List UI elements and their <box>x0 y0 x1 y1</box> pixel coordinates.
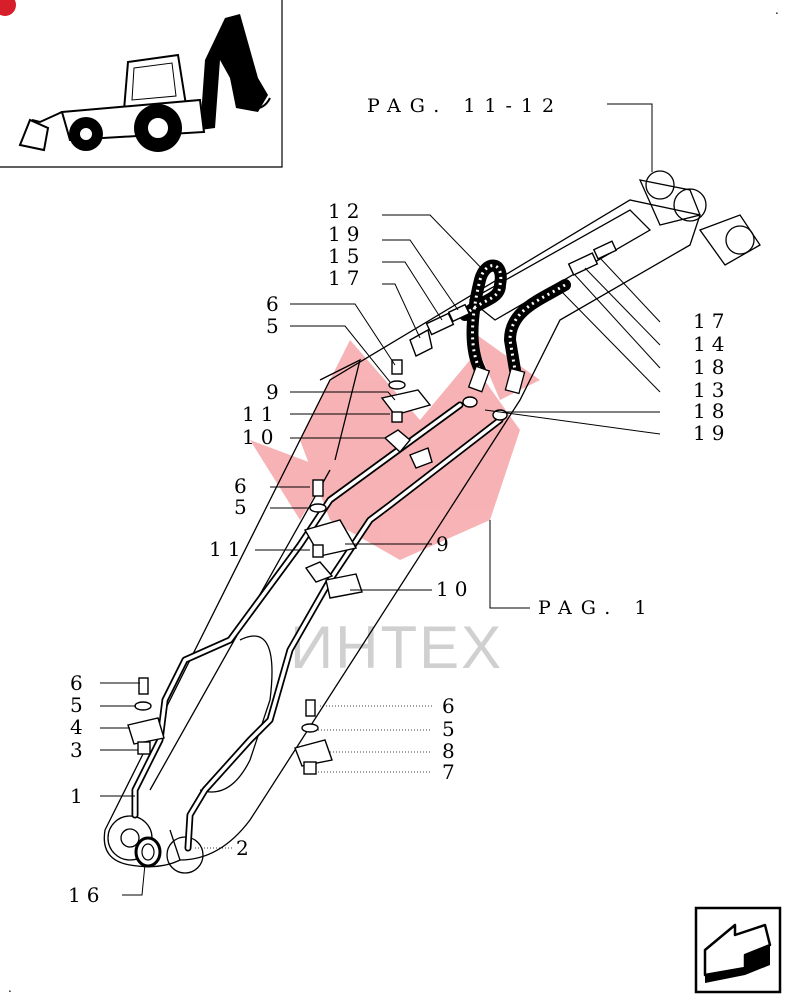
fitting-14[interactable] <box>567 240 618 276</box>
label-2: 2 <box>236 836 255 860</box>
label-18-right-a: 18 <box>693 355 730 379</box>
hose-12[interactable] <box>459 259 507 393</box>
label-9-middle: 9 <box>436 532 455 556</box>
plug-17[interactable] <box>409 328 433 357</box>
clamp-assembly-lower-right[interactable] <box>294 699 333 775</box>
leader-lines <box>100 103 661 896</box>
label-6-middle: 6 <box>234 474 253 498</box>
label-4: 4 <box>70 715 89 739</box>
label-5-lower-left: 5 <box>70 693 89 717</box>
label-12: 12 <box>328 199 365 223</box>
label-19-right: 19 <box>693 421 730 445</box>
label-5-middle: 5 <box>234 495 253 519</box>
label-17-right: 17 <box>693 309 730 333</box>
page-ref-right[interactable]: PAG. 1 <box>538 597 655 619</box>
label-5-lower-right: 5 <box>442 717 461 741</box>
label-11-upper: 11 <box>242 402 279 426</box>
hose-13[interactable] <box>503 279 571 395</box>
seal-16[interactable] <box>134 836 162 868</box>
label-19: 19 <box>328 222 365 246</box>
corner-badge <box>0 0 16 16</box>
label-1: 1 <box>70 784 89 808</box>
backhoe-loader-thumbnail[interactable] <box>0 0 283 168</box>
boom-arm <box>103 170 761 874</box>
label-16: 16 <box>68 883 105 907</box>
label-3: 3 <box>70 738 89 762</box>
label-18-right-b: 18 <box>693 399 730 423</box>
clamp-assembly-middle[interactable] <box>303 479 363 599</box>
clamp-assembly-upper[interactable] <box>380 359 433 469</box>
clamp-assembly-lower-left[interactable] <box>127 677 165 755</box>
label-6-upper: 6 <box>266 292 285 316</box>
fitting-15[interactable] <box>425 303 471 336</box>
hydraulic-pipe-2[interactable] <box>184 416 504 852</box>
corner-mark: . <box>8 981 12 995</box>
watermark <box>250 330 540 560</box>
label-15: 15 <box>328 244 365 268</box>
label-17: 17 <box>328 266 365 290</box>
label-10-upper: 10 <box>242 425 279 449</box>
watermark-text: ИНТЕХ <box>290 614 503 681</box>
label-7: 7 <box>442 760 461 784</box>
label-14: 14 <box>693 332 730 356</box>
corner-mark-top: . <box>775 3 779 17</box>
page-ref-top[interactable]: PAG. 11-12 <box>367 95 563 117</box>
label-10-middle: 10 <box>436 577 473 601</box>
label-13: 13 <box>693 378 730 402</box>
label-8: 8 <box>442 739 461 763</box>
o-ring-18[interactable] <box>462 396 508 421</box>
label-6-lower-left: 6 <box>70 671 89 695</box>
hydraulic-pipe-1[interactable] <box>131 401 464 819</box>
label-9-upper: 9 <box>266 380 285 404</box>
next-page-arrow-icon[interactable] <box>694 906 782 994</box>
label-6-lower-right: 6 <box>442 694 461 718</box>
label-11-middle: 11 <box>209 537 246 561</box>
label-5-upper: 5 <box>266 314 285 338</box>
